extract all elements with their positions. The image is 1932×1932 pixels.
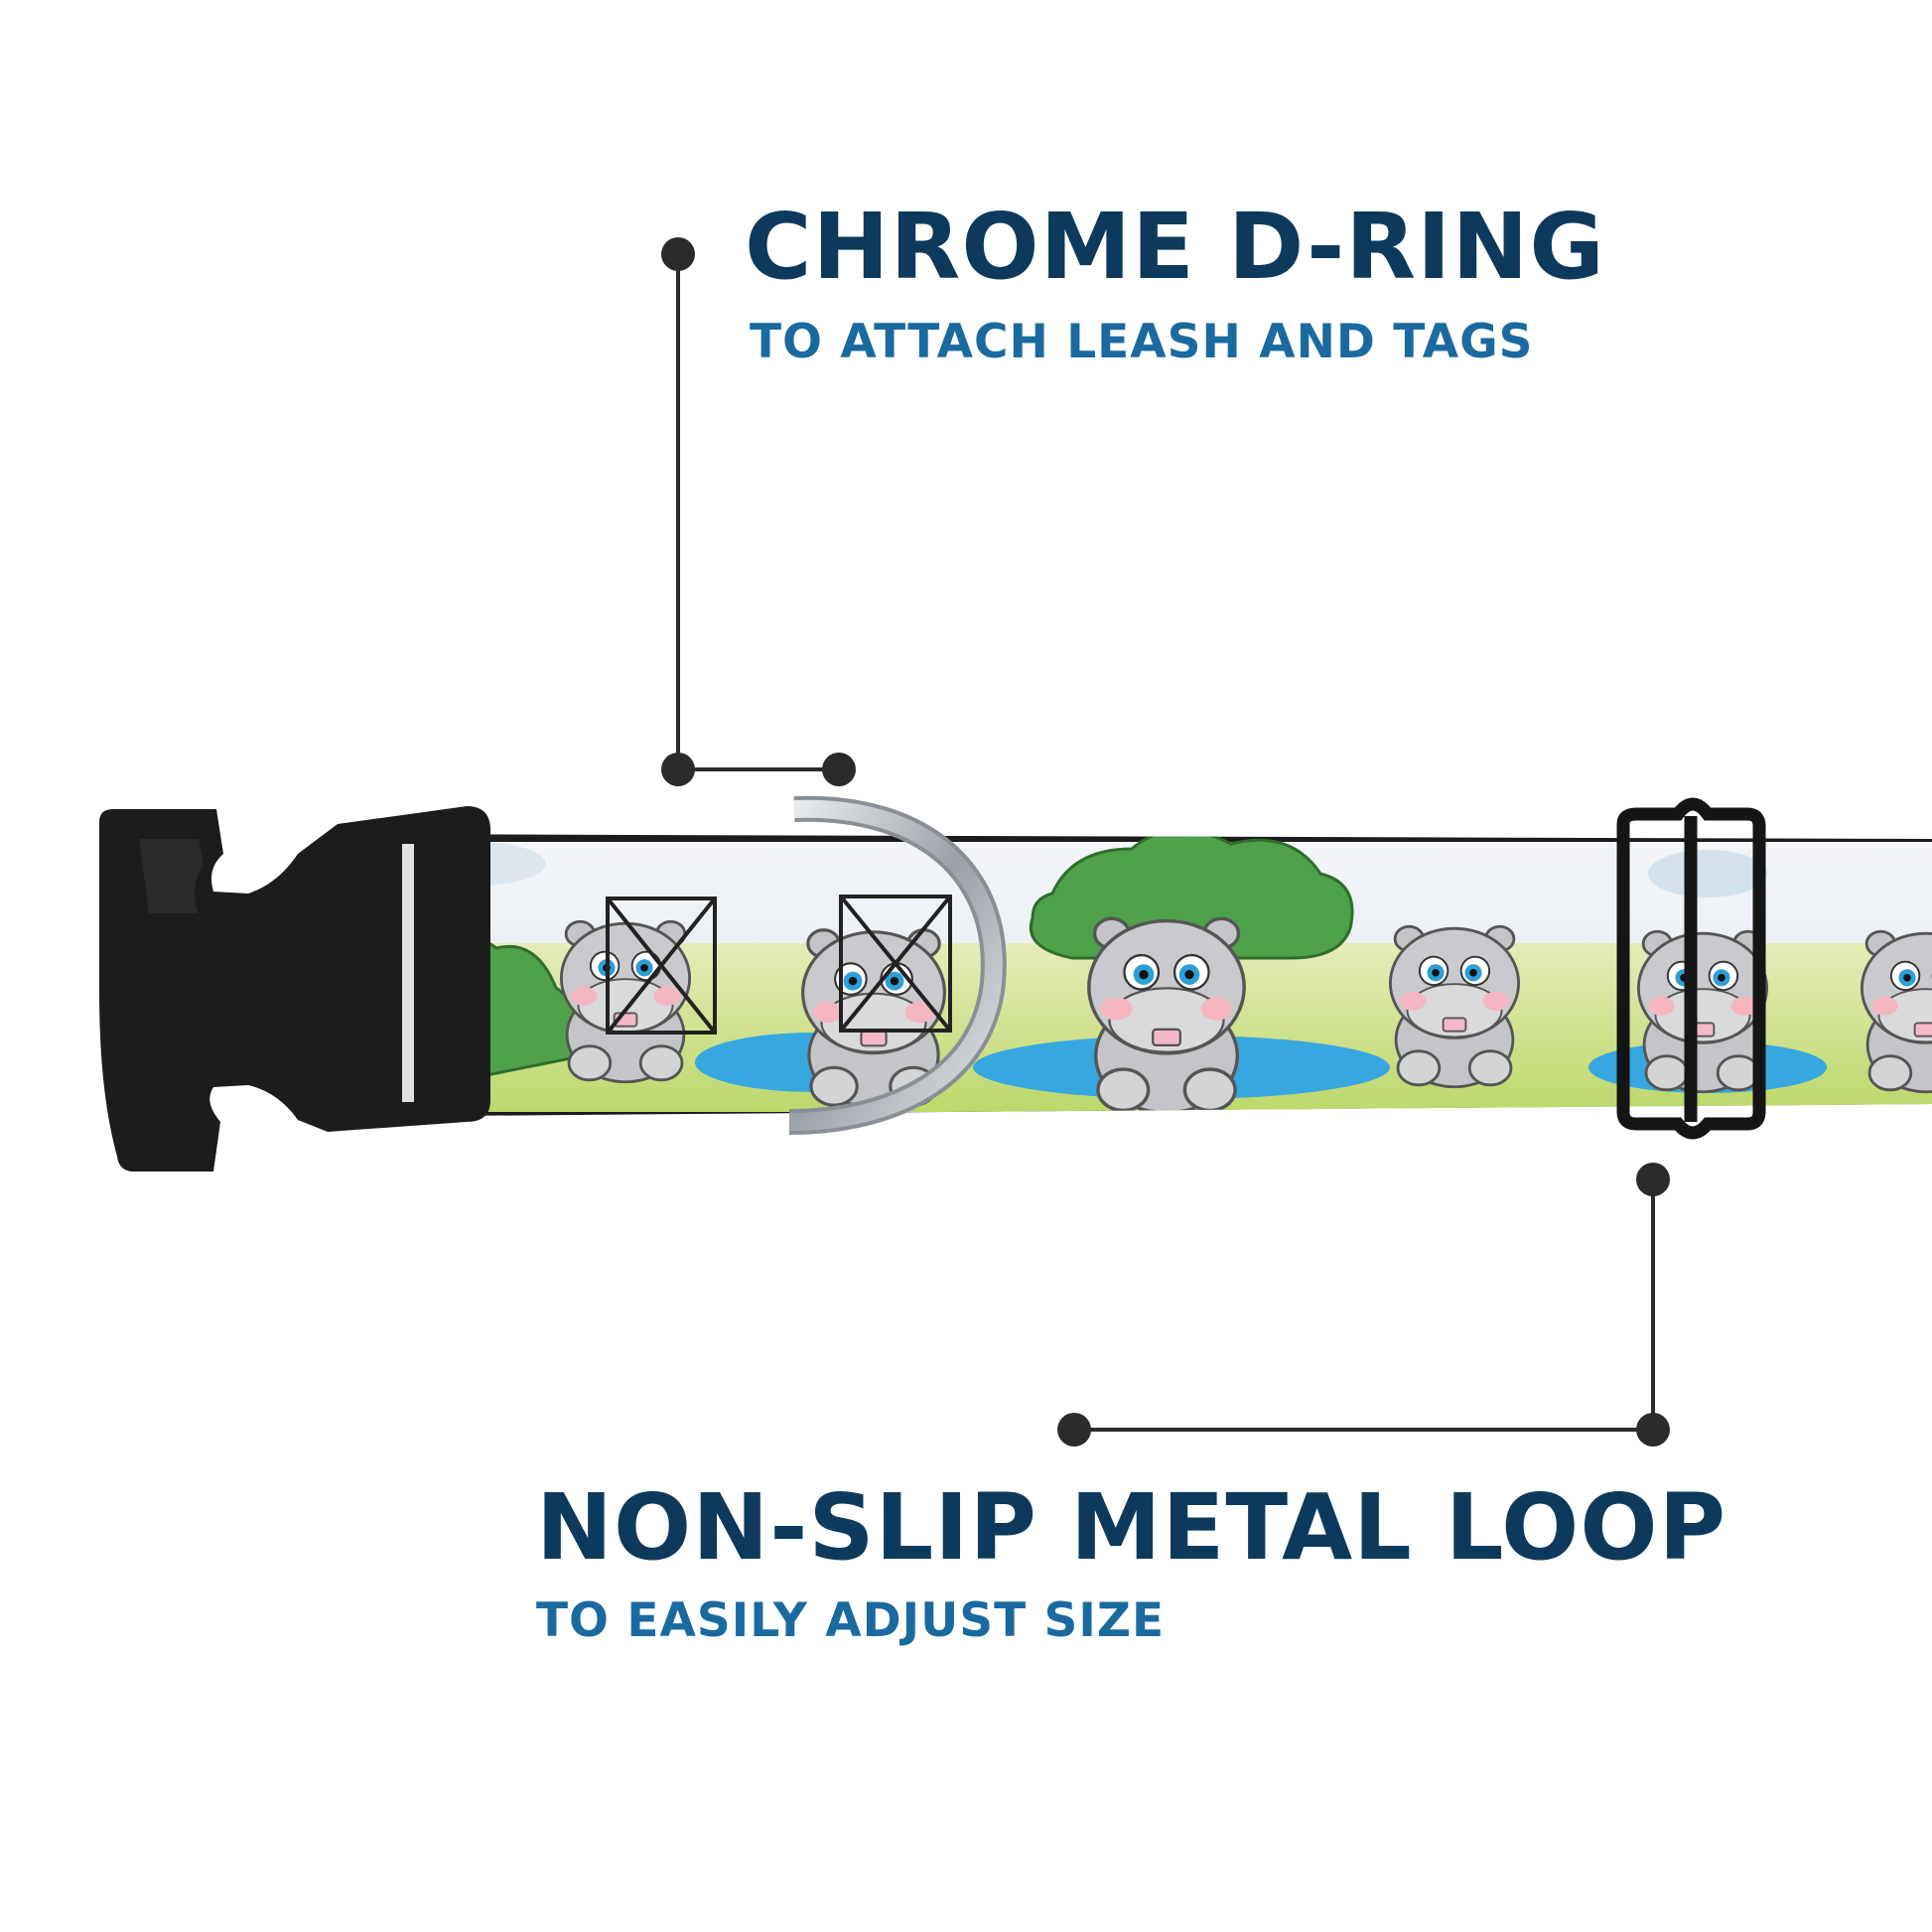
d-ring-leader-dot-end (822, 753, 856, 786)
hippo-icon (1388, 924, 1521, 1089)
d-ring-subtitle: TO ATTACH LEASH AND TAGS (750, 315, 1534, 369)
d-ring-title: CHROME D-RING (745, 194, 1605, 300)
metal-loop-leader-dot-corner (1636, 1413, 1670, 1447)
metal-loop-leader-dot-end (1057, 1413, 1091, 1447)
d-ring-icon (788, 795, 1007, 1135)
side-release-buckle-icon (99, 806, 490, 1172)
metal-loop-title: NON-SLIP METAL LOOP (536, 1474, 1727, 1581)
d-ring-leader-dot-top (661, 237, 695, 271)
d-ring-leader-dot-mid (661, 753, 695, 786)
loop-slider-icon (1616, 797, 1766, 1140)
collar-strap (328, 834, 1932, 1117)
hippo-icon (559, 919, 692, 1084)
metal-loop-subtitle: TO EASILY ADJUST SIZE (536, 1593, 1166, 1648)
hippo-icon (1087, 916, 1246, 1115)
metal-loop-leader (1074, 1179, 1655, 1432)
hippo-icon (1636, 929, 1769, 1094)
metal-loop-leader-dot-top (1636, 1163, 1670, 1196)
